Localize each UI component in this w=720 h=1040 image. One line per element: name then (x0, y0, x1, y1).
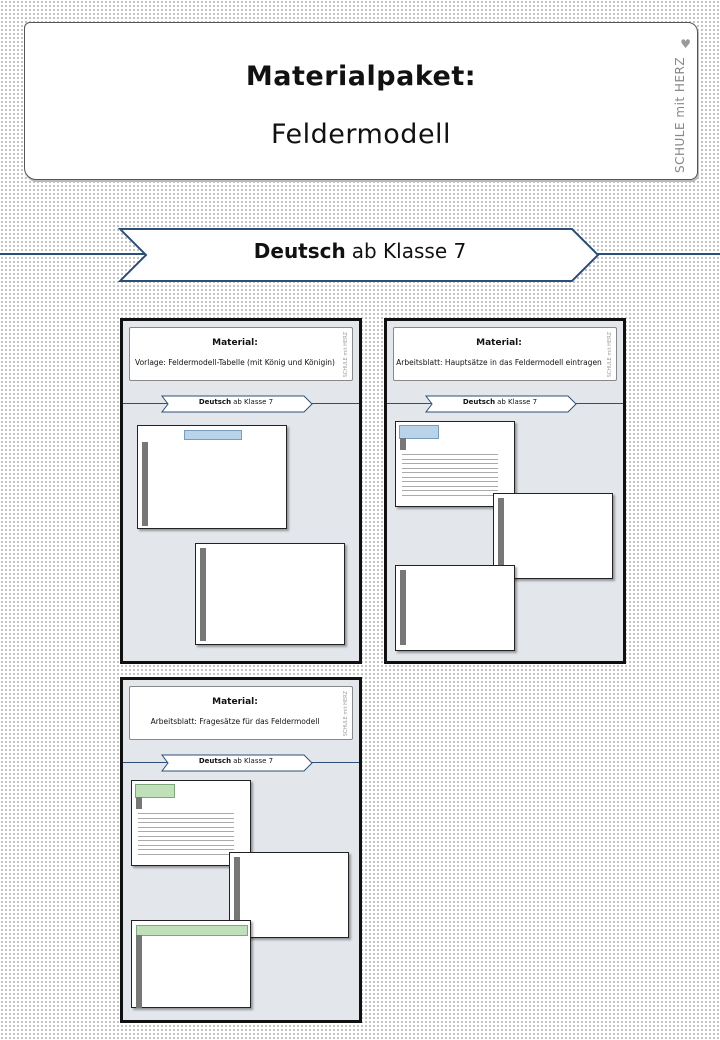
table-caption (399, 425, 439, 439)
field-table (498, 498, 504, 573)
sheet-solution (131, 920, 251, 1008)
preview-title-card: Material: Arbeitsblatt: Fragesätze für d… (129, 686, 353, 740)
preview-banner (161, 395, 313, 413)
preview-title: Material: (212, 697, 258, 707)
preview-banner-subject: Deutsch (198, 757, 232, 765)
page-title: Materialpaket: (245, 61, 477, 92)
solution-table (400, 570, 406, 645)
sheet-table (493, 493, 613, 579)
field-table (136, 797, 142, 809)
page-subtitle: Feldermodell (270, 119, 452, 150)
sheet-table (137, 425, 287, 529)
banner-ribbon (118, 228, 600, 282)
banner-level: ab Klasse 7 (351, 239, 467, 263)
field-table (142, 442, 148, 526)
preview-subtitle: Arbeitsblatt: Fragesätze für das Felderm… (150, 717, 320, 726)
preview-banner-subject: Deutsch (198, 398, 232, 406)
preview-subtitle: Arbeitsblatt: Hauptsätze in das Feldermo… (396, 358, 602, 367)
banner-line-right (590, 253, 720, 255)
preview-banner (425, 395, 577, 413)
sheet-solution (395, 565, 515, 651)
preview-card-2[interactable]: Material: Arbeitsblatt: Hauptsätze in da… (384, 318, 626, 664)
banner-subject: Deutsch (253, 239, 346, 263)
preview-banner-level: ab Klasse 7 (233, 398, 274, 406)
preview-card-3[interactable]: Material: Arbeitsblatt: Fragesätze für d… (120, 677, 362, 1023)
preview-banner-level: ab Klasse 7 (497, 398, 538, 406)
solution-header (136, 925, 248, 936)
preview-title: Material: (476, 338, 522, 348)
preview-title: Material: (212, 338, 258, 348)
preview-subtitle: Vorlage: Feldermodell-Tabelle (mit König… (135, 358, 335, 367)
sheet-worksheet (131, 780, 251, 866)
heart-icon: ♥ (680, 37, 691, 51)
preview-banner-level: ab Klasse 7 (233, 757, 274, 765)
sheet-table (195, 543, 345, 645)
table-caption (135, 784, 175, 798)
preview-brand: SCHULE mit HERZ (607, 332, 613, 378)
field-table (200, 548, 206, 641)
title-card: Materialpaket: Feldermodell ♥ SCHULE mit… (24, 22, 698, 180)
preview-title-card: Material: Arbeitsblatt: Hauptsätze in da… (393, 327, 617, 381)
table-caption (184, 430, 242, 440)
sheet-worksheet (395, 421, 515, 507)
preview-banner-subject: Deutsch (462, 398, 496, 406)
brand-logo-text: SCHULE mit HERZ (673, 56, 687, 173)
task-lines (402, 454, 498, 499)
field-table (400, 438, 406, 450)
solution-table (136, 935, 142, 1008)
preview-card-1[interactable]: Material: Vorlage: Feldermodell-Tabelle … (120, 318, 362, 664)
task-lines (138, 813, 234, 858)
banner-line-left (0, 253, 150, 255)
preview-title-card: Material: Vorlage: Feldermodell-Tabelle … (129, 327, 353, 381)
preview-brand: SCHULE mit HERZ (343, 332, 349, 378)
preview-banner (161, 754, 313, 772)
preview-brand: SCHULE mit HERZ (343, 691, 349, 737)
